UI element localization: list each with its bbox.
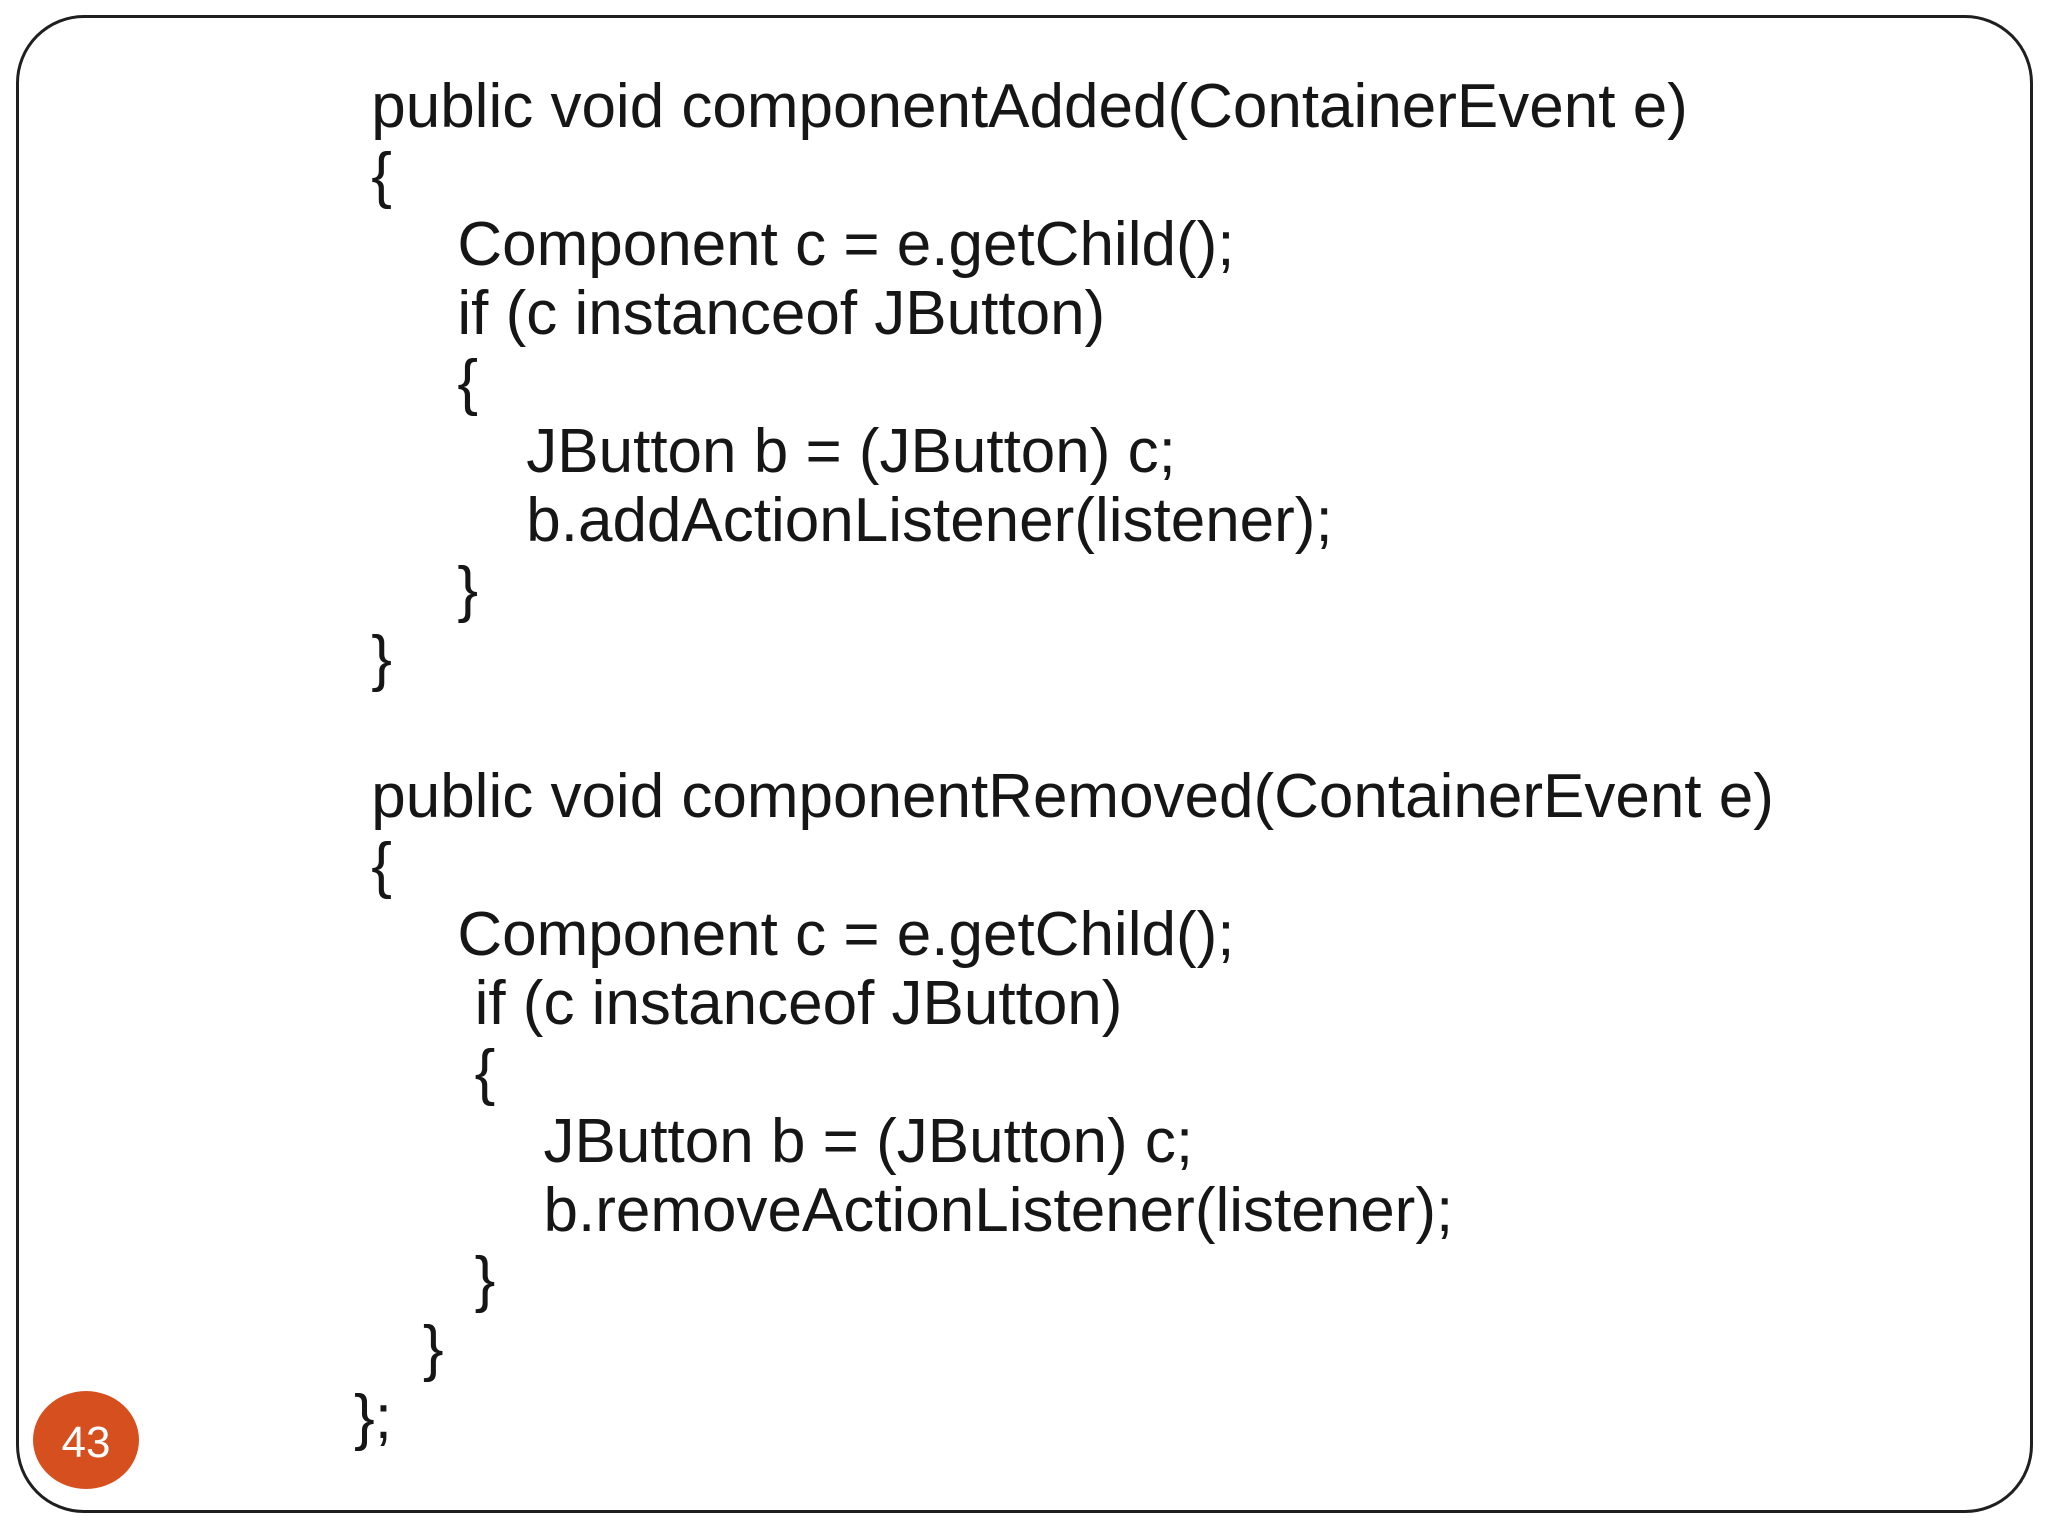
slide-border bbox=[16, 15, 2033, 1513]
code-block: public void componentAdded(ContainerEven… bbox=[354, 72, 1774, 1452]
page-number-badge: 43 bbox=[33, 1391, 139, 1489]
page-number: 43 bbox=[61, 1418, 111, 1467]
